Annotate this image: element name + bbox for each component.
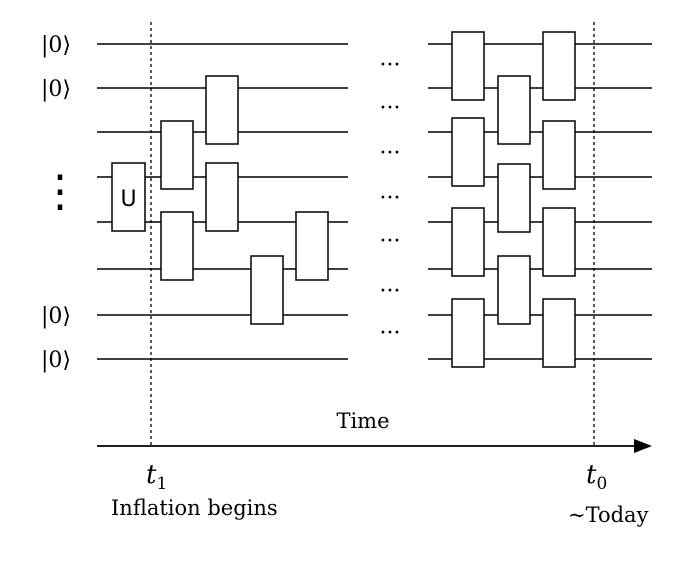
gates-right	[451, 31, 576, 368]
gate-box	[205, 75, 239, 145]
gate-box	[497, 255, 531, 325]
gate-box	[542, 298, 576, 368]
time-axis-label: Time	[336, 409, 389, 433]
end-time-symbol: t	[586, 460, 597, 490]
start-time-label: t1	[146, 460, 167, 494]
start-time-symbol: t	[146, 460, 157, 490]
gate-box	[205, 162, 239, 232]
gate-box	[451, 117, 485, 187]
gate-box	[451, 31, 485, 101]
ellipsis: ···	[380, 53, 401, 78]
ellipsis: ···	[380, 279, 401, 304]
end-time-caption: ~Today	[568, 503, 649, 527]
ellipsis: ···	[380, 321, 401, 346]
unitary-gate-label: U	[120, 187, 136, 212]
gate-box	[542, 120, 576, 190]
ket-label: |0⟩	[41, 77, 71, 102]
time-axis-arrowhead	[634, 439, 652, 453]
vertical-ellipsis: ⋮	[38, 166, 82, 217]
gate-box	[160, 211, 194, 281]
gate-box	[160, 120, 194, 190]
ket-labels: |0⟩ |0⟩ |0⟩ |0⟩	[41, 33, 71, 373]
unitary-gate	[111, 162, 146, 232]
gate-box	[497, 75, 531, 145]
gate-box	[295, 211, 329, 281]
gate-box	[451, 207, 485, 277]
gate-box	[451, 298, 485, 368]
ket-label: |0⟩	[41, 33, 71, 58]
ellipsis: ···	[380, 186, 401, 211]
ket-label: |0⟩	[41, 348, 71, 373]
gap-ellipses: ··· ··· ··· ··· ··· ··· ···	[380, 53, 401, 346]
gate-box	[542, 207, 576, 277]
gate-box	[497, 163, 531, 233]
gate-box	[542, 31, 576, 101]
ellipsis: ···	[380, 96, 401, 121]
start-time-caption: Inflation begins	[111, 496, 278, 520]
end-time-subscript: 0	[596, 474, 607, 494]
end-time-label: t0	[586, 460, 607, 494]
ket-label: |0⟩	[41, 304, 71, 329]
ellipsis: ···	[380, 141, 401, 166]
start-time-subscript: 1	[156, 474, 167, 494]
gates-left	[111, 75, 329, 325]
ellipsis: ···	[380, 229, 401, 254]
gate-box	[250, 255, 284, 325]
